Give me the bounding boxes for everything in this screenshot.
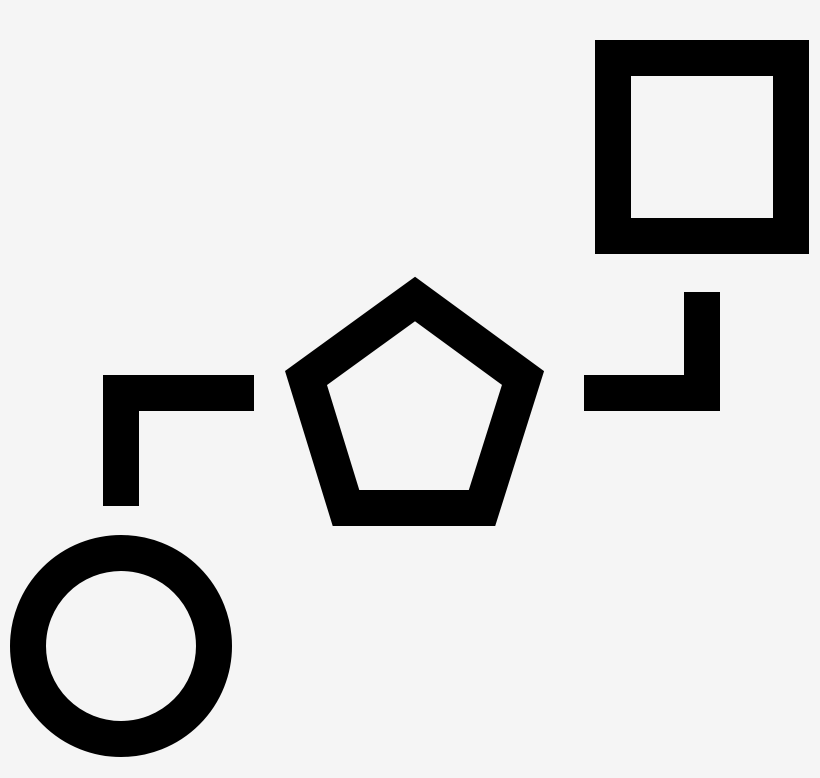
left-connector xyxy=(103,375,254,506)
square-shape xyxy=(595,40,809,254)
right-connector xyxy=(584,292,720,411)
pentagon-shape xyxy=(285,276,545,526)
circle-shape xyxy=(10,535,232,757)
